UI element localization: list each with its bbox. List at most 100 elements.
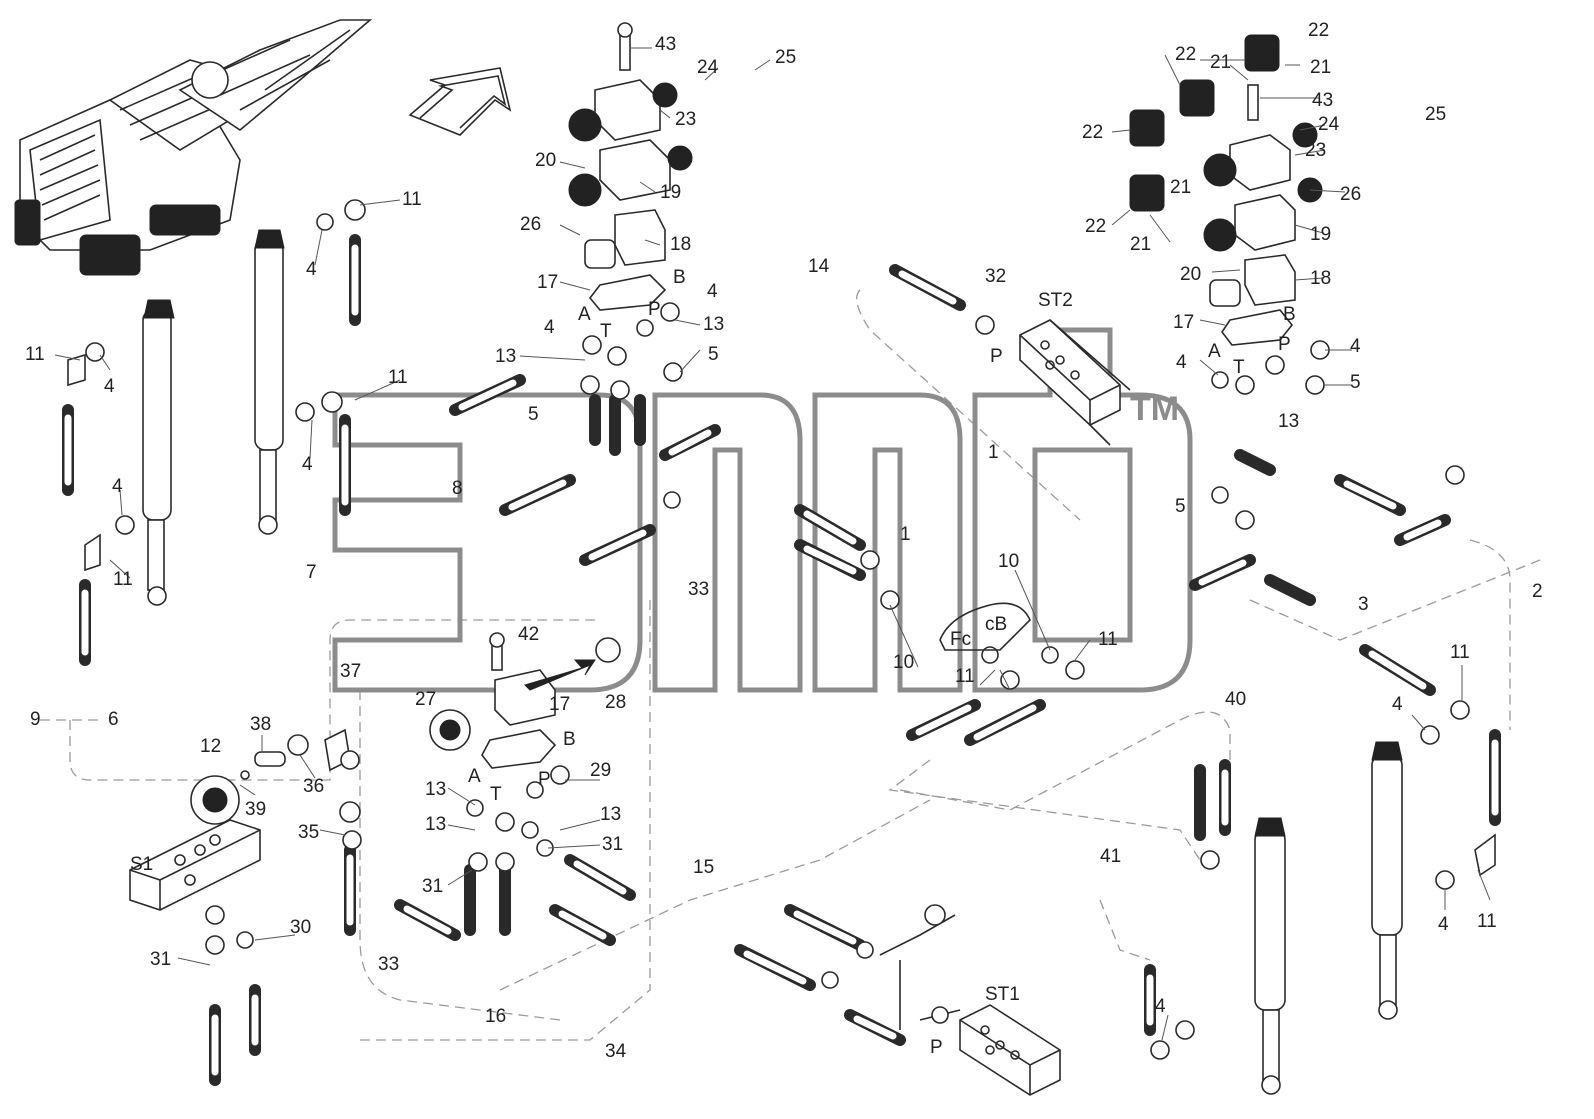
callout-21: 21 (1210, 52, 1231, 73)
callout-18: 18 (670, 234, 691, 255)
callout-21: 21 (1130, 234, 1151, 255)
callout-27: 27 (415, 689, 436, 710)
callout-11: 11 (402, 189, 422, 210)
callout-35: 35 (298, 822, 319, 843)
callout-4: 4 (112, 476, 123, 497)
manifold-block-ST2 (1019, 319, 1131, 446)
callout-26: 26 (520, 214, 541, 235)
callout-22: 22 (1085, 216, 1106, 237)
callout-31: 31 (150, 949, 171, 970)
callout-13: 13 (1278, 411, 1299, 432)
callout-11: 11 (25, 344, 45, 365)
port-label-B: B (673, 267, 686, 288)
callout-43: 43 (1312, 90, 1333, 111)
callout-13: 13 (703, 314, 724, 335)
callout-5: 5 (708, 344, 719, 365)
callout-34: 34 (605, 1041, 627, 1062)
fittings: Fc cB (67, 199, 1496, 1060)
manifold-label-ST2: ST2 (1038, 290, 1073, 311)
callout-28: 28 (605, 692, 626, 713)
callout-43: 43 (655, 34, 676, 55)
callout-6: 6 (108, 709, 119, 730)
hydraulic-cylinder-right-1 (1371, 741, 1403, 1020)
hydraulic-cylinder-right-2 (1254, 817, 1286, 1095)
callout-11: 11 (388, 367, 408, 388)
callout-5: 5 (1350, 372, 1361, 393)
port-label-A: A (578, 304, 591, 325)
callout-5: 5 (528, 404, 539, 425)
callout-20: 20 (535, 150, 556, 171)
port-label-P: P (990, 346, 1003, 367)
callout-23: 23 (1305, 140, 1326, 161)
callout-14: 14 (808, 256, 830, 277)
callout-17: 17 (537, 272, 558, 293)
callout-38: 38 (250, 714, 271, 735)
callout-41: 41 (1100, 846, 1121, 867)
callout-25: 25 (1425, 104, 1446, 125)
callout-11: 11 (955, 666, 975, 687)
callout-labels: 43 24 25 23 20 19 26 18 17 B 4 P A T 4 1… (25, 20, 1543, 1062)
valve-stack-center (568, 22, 693, 311)
label-S1: S1 (130, 854, 153, 875)
callout-1: 1 (900, 524, 911, 545)
callout-29: 29 (590, 760, 611, 781)
callout-7: 7 (306, 562, 317, 583)
port-label-B: B (1283, 304, 1296, 325)
callout-4: 4 (544, 317, 555, 338)
callout-19: 19 (660, 182, 681, 203)
hydraulic-cylinder-left-1 (142, 299, 175, 606)
watermark-logo: TM (332, 327, 1193, 693)
manifold-block-ST1 (959, 1004, 1061, 1096)
callout-13: 13 (600, 804, 621, 825)
callout-9: 9 (30, 709, 41, 730)
callout-30: 30 (290, 917, 311, 938)
leader-lines (54, 47, 1491, 1041)
callout-4: 4 (1438, 914, 1449, 935)
callout-4: 4 (1176, 352, 1187, 373)
callout-31: 31 (602, 834, 623, 855)
valve-stack-right (1129, 34, 1323, 346)
road-milling-machine-illustration (14, 19, 373, 276)
callout-4: 4 (302, 454, 313, 475)
hydraulic-hoses (62, 234, 1501, 1086)
callout-23: 23 (675, 109, 696, 130)
callout-37: 37 (340, 661, 361, 682)
callout-13: 13 (425, 814, 446, 835)
manifold-label-ST1: ST1 (985, 984, 1020, 1005)
callout-18: 18 (1310, 268, 1331, 289)
callout-10: 10 (998, 551, 1019, 572)
callout-24: 24 (1318, 114, 1340, 135)
callout-22: 22 (1175, 44, 1196, 65)
callout-16: 16 (485, 1006, 506, 1027)
callout-12: 12 (200, 736, 221, 757)
callout-21: 21 (1310, 57, 1331, 78)
callout-31: 31 (422, 876, 443, 897)
callout-4: 4 (1350, 336, 1361, 357)
port-label-A: A (468, 766, 481, 787)
callout-17: 17 (1173, 312, 1194, 333)
callout-8: 8 (452, 478, 463, 499)
port-label-B: B (563, 729, 576, 750)
callout-22: 22 (1082, 122, 1103, 143)
port-label-P: P (538, 769, 551, 790)
trademark-mark: TM (1130, 390, 1179, 428)
port-label-T: T (490, 784, 502, 805)
port-label-P: P (1278, 334, 1291, 355)
port-label-P: P (648, 299, 661, 320)
callout-2: 2 (1532, 581, 1543, 602)
callout-4: 4 (1392, 694, 1403, 715)
callout-3: 3 (1358, 594, 1369, 615)
callout-42: 42 (518, 624, 539, 645)
callout-13: 13 (495, 346, 516, 367)
callout-10: 10 (893, 652, 914, 673)
callout-19: 19 (1310, 224, 1331, 245)
callout-17: 17 (549, 694, 570, 715)
callout-11: 11 (1450, 642, 1470, 663)
callout-25: 25 (775, 47, 796, 68)
callout-22: 22 (1308, 20, 1329, 41)
callout-40: 40 (1225, 689, 1246, 710)
callout-11: 11 (1477, 911, 1497, 932)
port-label-T: T (600, 321, 612, 342)
callout-11: 11 (113, 569, 133, 590)
